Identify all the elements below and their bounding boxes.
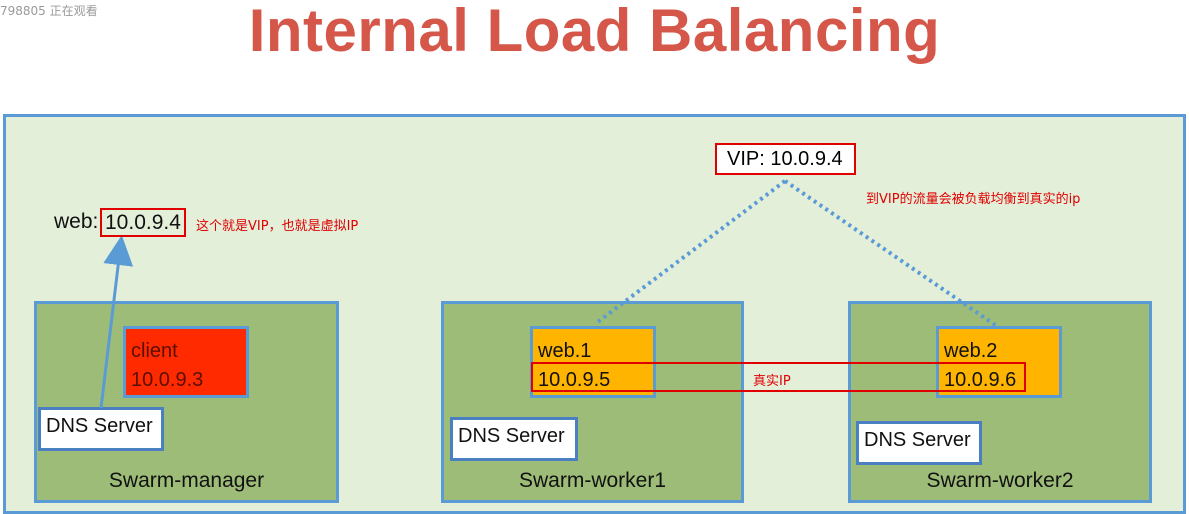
dns-server-manager: DNS Server [38, 407, 164, 451]
client-service-ip: 10.0.9.3 [131, 369, 204, 391]
web-lookup-label: web: [54, 210, 99, 233]
viewer-count-watermark: 798805 正在观看 [0, 4, 98, 18]
page-title: Internal Load Balancing [248, 0, 941, 64]
client-service-box: client 10.0.9.3 [123, 326, 249, 398]
client-service-name: client [131, 340, 178, 362]
web-lookup-vip-box: 10.0.9.4 [100, 208, 186, 237]
dns-server-worker2: DNS Server [856, 421, 982, 465]
node-label-swarm-manager: Swarm-manager [108, 469, 265, 492]
vip-to-web1-dotted-line [593, 179, 787, 326]
dns-server-worker1: DNS Server [450, 417, 578, 461]
web2-service-name: web.2 [944, 340, 998, 362]
web1-service-ip: 10.0.9.5 [538, 369, 611, 391]
web1-service-name: web.1 [538, 340, 592, 362]
dns-to-vip-arrow [99, 235, 134, 409]
vip-to-web2-dotted-line [783, 179, 1000, 329]
real-ip-note: 真实IP [753, 374, 791, 389]
vip-load-balance-note: 到VIP的流量会被负载均衡到真实的ip [866, 192, 1081, 207]
node-label-swarm-worker1: Swarm-worker1 [518, 469, 667, 492]
node-label-swarm-worker2: Swarm-worker2 [926, 469, 1074, 492]
virtual-ip-note: 这个就是VIP，也就是虚拟IP [196, 219, 359, 234]
web2-service-ip: 10.0.9.6 [944, 369, 1017, 391]
real-ip-highlight-box [531, 362, 1026, 392]
vip-box: VIP: 10.0.9.4 [715, 143, 856, 175]
